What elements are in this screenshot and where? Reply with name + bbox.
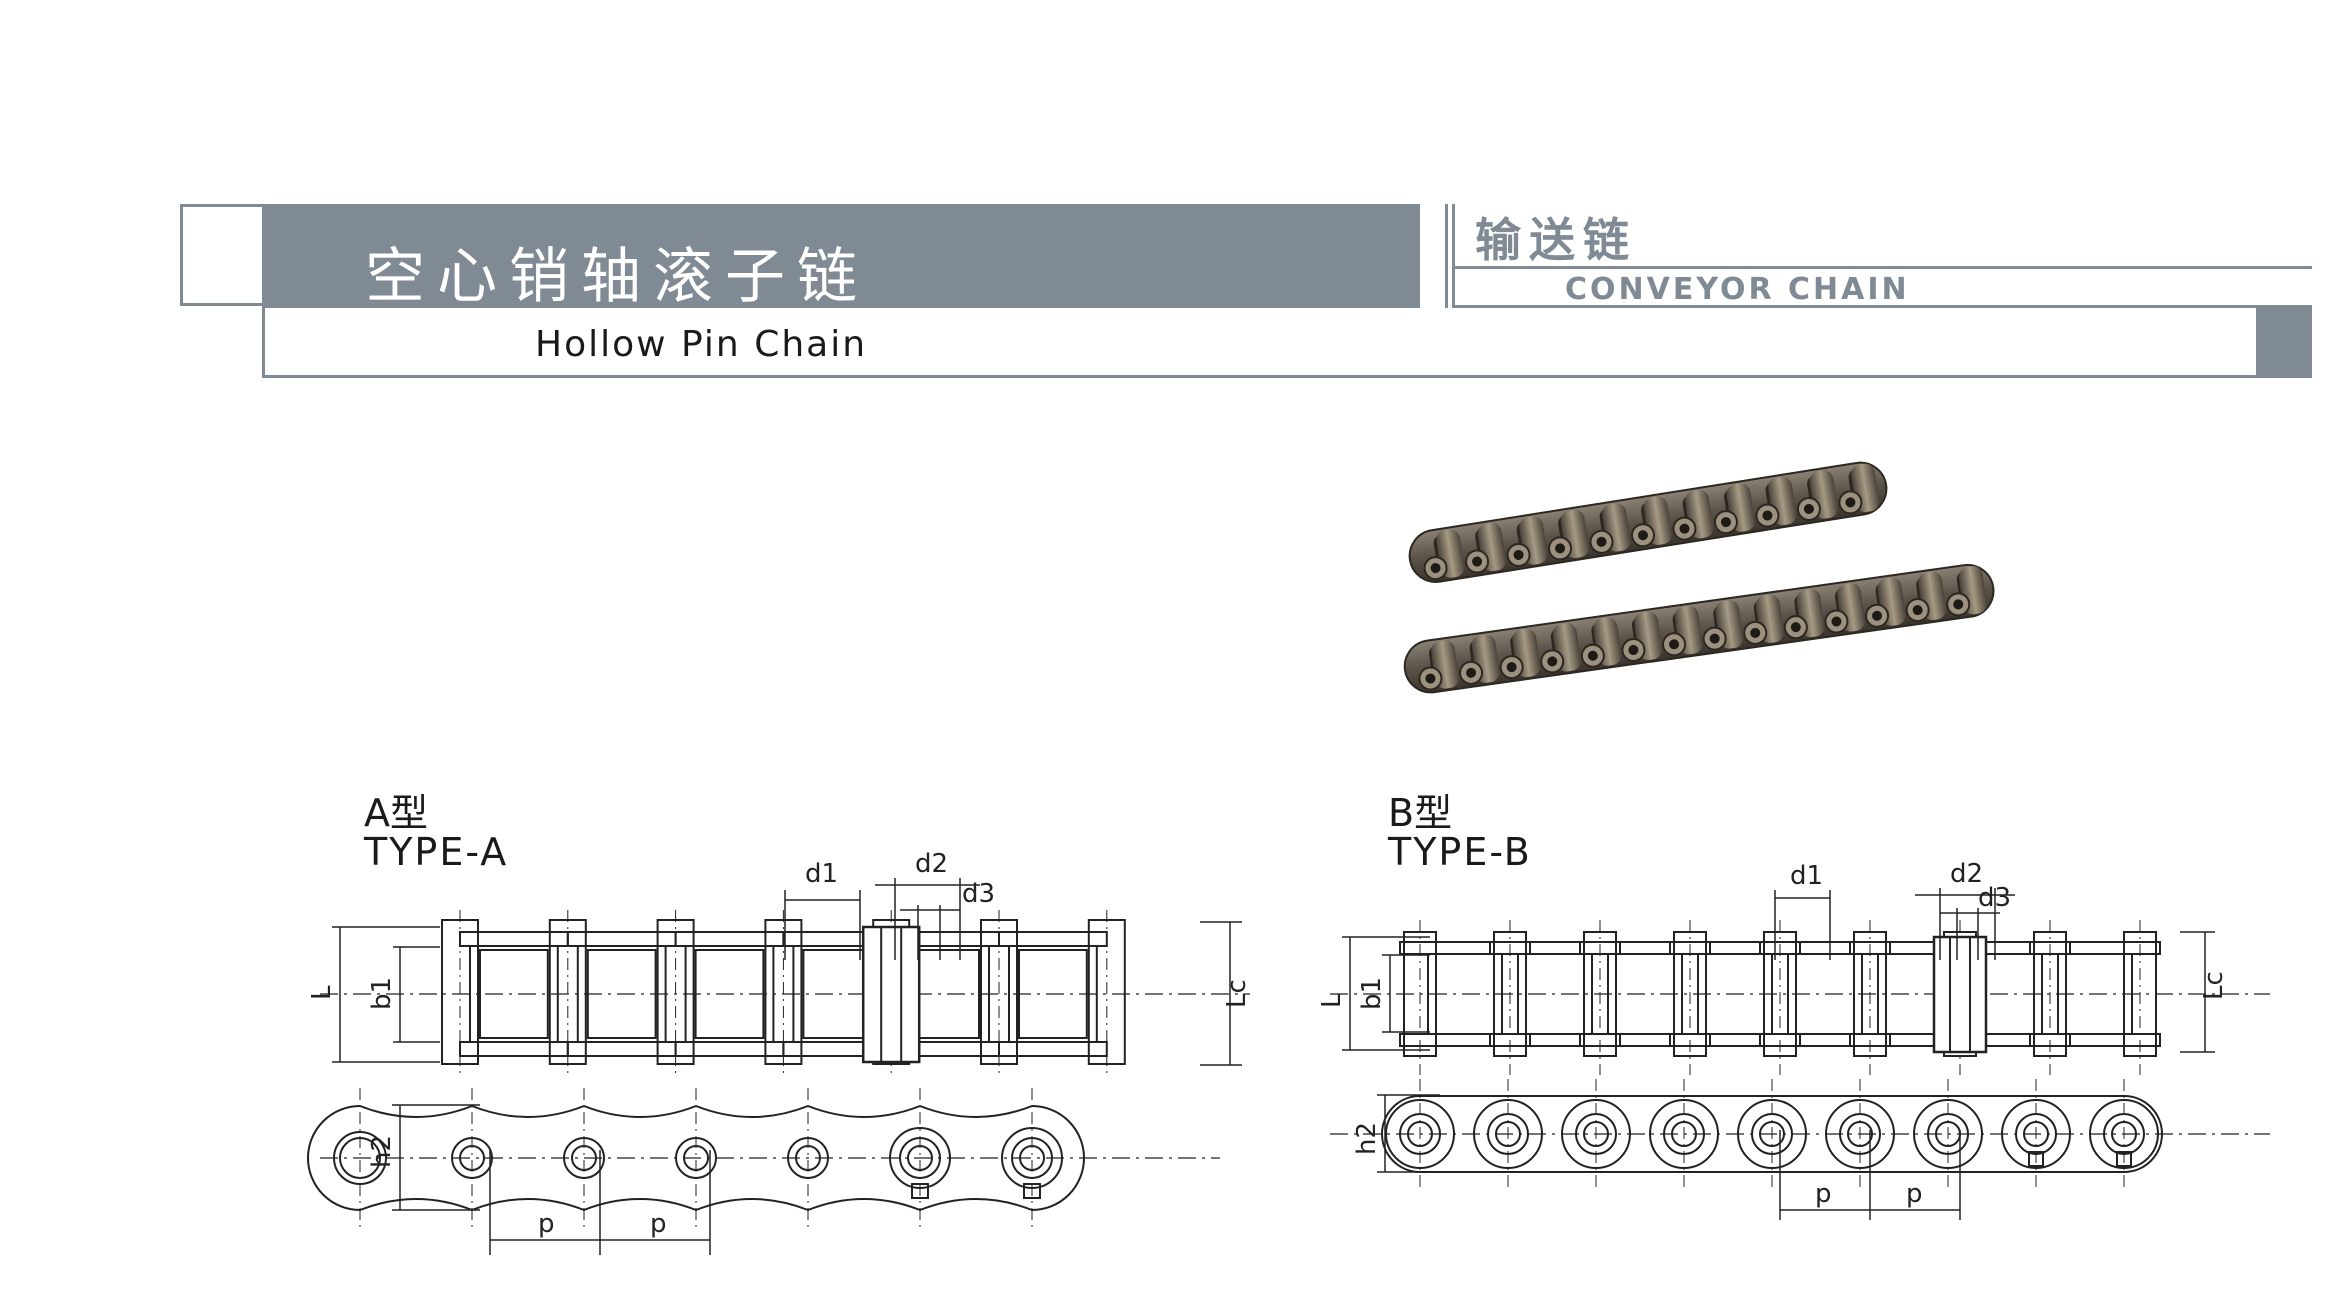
type-b-label-en: TYPE-B: [1388, 830, 1532, 874]
type-b-drawing: L b1 Lc h2 p p d1 d2 d3: [1317, 860, 2270, 1220]
outer-link-plate: [998, 931, 1108, 947]
type-a-label-en: TYPE-A: [364, 830, 509, 874]
dim-d3: d3: [962, 879, 995, 909]
category-title-cn: 输送链: [1475, 213, 1637, 267]
chain-photo-lower: [1403, 563, 1995, 694]
dim-p: p: [1815, 1179, 1832, 1209]
outer-link-plate: [566, 931, 677, 947]
dim-d3: d3: [1978, 883, 2011, 913]
type-b-dimensions: [1342, 888, 2215, 1220]
chain-pin-hole: [1430, 563, 1441, 574]
section-bore: [880, 926, 903, 1063]
cotter: [2028, 1151, 2044, 1167]
roller: [586, 949, 657, 1039]
dim-h2: h2: [367, 1135, 397, 1168]
dim-d1: d1: [1790, 861, 1823, 891]
roller: [2057, 953, 2133, 1035]
outer-link-plate: [998, 1041, 1108, 1057]
category-title-en: CONVEYOR CHAIN: [1565, 272, 1910, 307]
cotter: [911, 1183, 929, 1199]
type-b-top-view: [1330, 920, 2270, 1075]
roller: [1607, 953, 1683, 1035]
outer-link-plate: [459, 931, 569, 947]
type-a-top-view: [320, 910, 1250, 1075]
dim-d1: d1: [805, 859, 838, 889]
chain-pin-hole: [1831, 616, 1842, 627]
header-left-box: [180, 204, 264, 306]
dim-b1: b1: [1357, 977, 1387, 1010]
chain-photo-upper: [1408, 461, 1888, 583]
chain-pin-hole: [1596, 536, 1607, 547]
dim-d2: d2: [915, 850, 948, 879]
chain-pin-hole: [1547, 656, 1558, 667]
side-plate-end: [307, 1105, 361, 1211]
chain-pin-hole: [1762, 510, 1773, 521]
inner-plate: [1008, 945, 1098, 1043]
dim-h2: h2: [1352, 1122, 1382, 1155]
outer-link-plate: [566, 1041, 677, 1057]
header-divider: [1445, 204, 1448, 308]
inner-plate: [684, 945, 775, 1043]
header-right-block: [2256, 308, 2312, 378]
chain-pin-hole: [1637, 530, 1648, 541]
chain-pin-hole: [1513, 549, 1524, 560]
chain-pin-hole: [1679, 523, 1690, 534]
header-band: [262, 204, 1420, 308]
section-pin: [861, 925, 921, 1064]
roller: [1427, 953, 1503, 1035]
type-a-side-view: [307, 1088, 1220, 1228]
chain-pin-hole: [1466, 667, 1477, 678]
chain-pin-hole: [1669, 639, 1680, 650]
outer-link-plate: [459, 1041, 569, 1057]
inner-plate: [576, 945, 667, 1043]
type-b-label-cn: B型: [1388, 791, 1453, 835]
roller: [694, 949, 765, 1039]
chain-pin-hole: [1872, 610, 1883, 621]
roller: [1787, 953, 1863, 1035]
chain-pin-hole: [1750, 627, 1761, 638]
dim-L: L: [1317, 993, 1347, 1008]
chain-pin-hole: [1555, 543, 1566, 554]
dim-Lc: Lc: [1222, 979, 1252, 1008]
chain-pin-hole: [1953, 599, 1964, 610]
chain-pin-hole: [1506, 662, 1517, 673]
roller: [1018, 949, 1088, 1039]
type-b-side-view: [1330, 1079, 2270, 1189]
inner-plate: [469, 945, 559, 1043]
type-a-drawing: L b1 Lc h2 p p d1 d2 d3: [307, 850, 1252, 1255]
roller: [479, 949, 549, 1039]
chain-pin-hole: [1845, 497, 1856, 508]
chain-pin-hole: [1720, 517, 1731, 528]
page-title-cn: 空心销轴滚子链: [365, 242, 869, 312]
section-bore: [1949, 936, 1971, 1053]
header-rule: [1452, 266, 2312, 269]
outer-link-plate: [674, 931, 785, 947]
dim-d2: d2: [1950, 860, 1983, 889]
chain-pin-hole: [1587, 650, 1598, 661]
chain-pin-hole: [1472, 556, 1483, 567]
header-divider: [1452, 204, 1455, 308]
roller: [1517, 953, 1593, 1035]
chain-pin-hole: [1790, 622, 1801, 633]
cotter: [1023, 1183, 1041, 1199]
dim-p: p: [1906, 1179, 1923, 1209]
chain-pin-hole: [1628, 645, 1639, 656]
chain-pin-hole: [1709, 633, 1720, 644]
cotter: [2116, 1151, 2132, 1167]
dim-b1: b1: [367, 977, 397, 1010]
roller: [1697, 953, 1773, 1035]
product-photo: [1403, 461, 1995, 694]
dim-Lc: Lc: [2199, 971, 2229, 1000]
type-a-label-cn: A型: [364, 791, 428, 835]
dim-p: p: [538, 1209, 555, 1239]
dim-p: p: [650, 1209, 667, 1239]
chain-pin-hole: [1425, 673, 1436, 684]
header-rule: [1452, 305, 2312, 308]
dim-L: L: [307, 985, 337, 1000]
page-title-en: Hollow Pin Chain: [535, 324, 868, 365]
chain-pin-hole: [1912, 605, 1923, 616]
chain-pin-hole: [1803, 503, 1814, 514]
type-a-dimensions: [332, 878, 1242, 1255]
outer-link-plate: [674, 1041, 785, 1057]
